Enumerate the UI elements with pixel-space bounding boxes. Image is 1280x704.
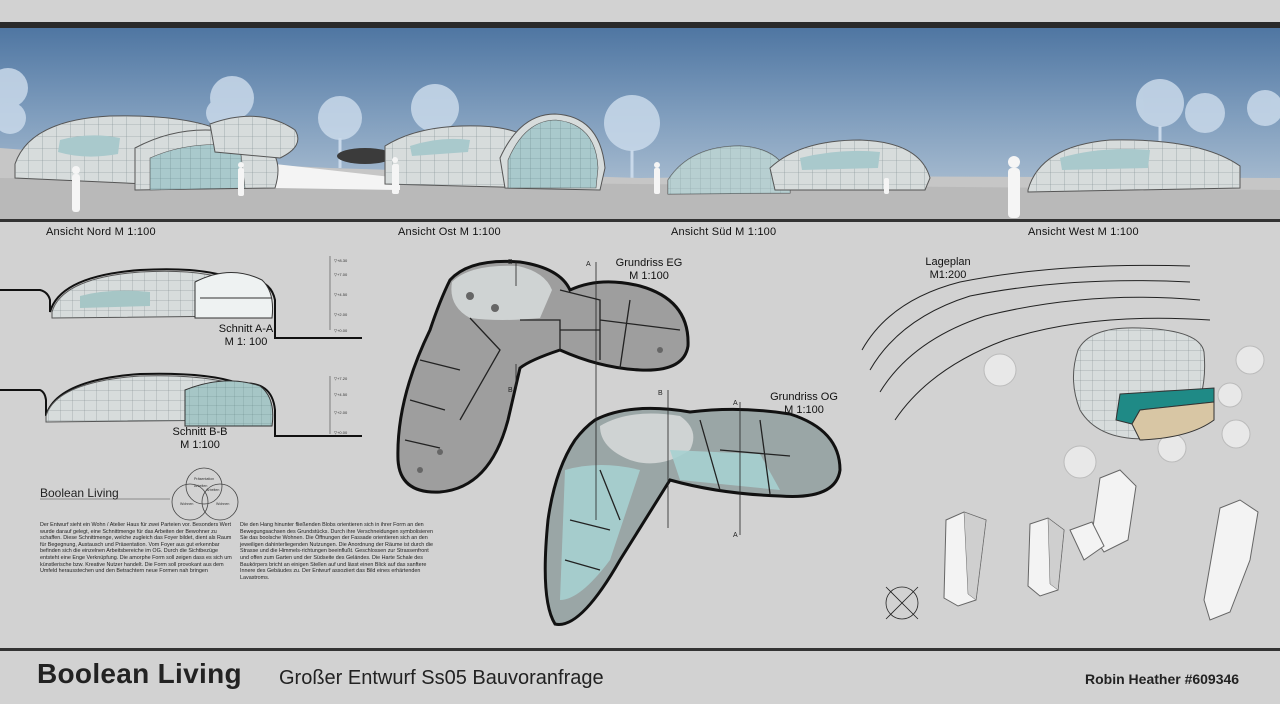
venn-diagram: [171, 467, 239, 521]
svg-text:▽+0.00: ▽+0.00: [334, 430, 348, 435]
site-plan-title: Lageplan: [925, 256, 971, 268]
project-title: Boolean Living: [37, 658, 242, 689]
venn-label-top: Präsentation: [194, 477, 215, 481]
section-bb-label: Schnitt B-B M 1:100: [160, 426, 240, 452]
svg-text:B: B: [658, 390, 663, 397]
section-aa-scale: M 1: 100: [224, 336, 268, 348]
site-plan-label: Lageplan M1:200: [920, 256, 976, 282]
floorplan-eg-title: Grundriss EG: [615, 257, 683, 269]
venn-label-left: Arbeiten: [194, 484, 208, 488]
project-subtitle: Großer Entwurf Ss05 Bauvoranfrage: [279, 667, 604, 689]
section-bb-scale: M 1:100: [180, 439, 220, 451]
floorplan-og-title: Grundriss OG: [770, 391, 838, 403]
top-rule: [0, 22, 1280, 28]
author-credit: Robin Heather #609346: [1085, 671, 1240, 687]
background-trees: [0, 68, 1280, 151]
site-plan: [861, 264, 1265, 621]
svg-text:▽+0.00: ▽+0.00: [334, 328, 348, 333]
floorplan-eg: [396, 259, 690, 494]
svg-text:A: A: [733, 400, 738, 407]
label-view-east: Ansicht Ost M 1:100: [398, 226, 501, 238]
label-view-south: Ansicht Süd M 1:100: [671, 226, 777, 238]
section-aa-title: Schnitt A-A: [218, 323, 274, 335]
svg-text:A: A: [586, 261, 591, 268]
venn-label-bottom-left: Wohnen: [180, 502, 194, 506]
svg-text:▽+2.00: ▽+2.00: [334, 410, 348, 415]
section-bb: ▽+7.20 ▽+4.50 ▽+2.00 ▽+0.00: [0, 372, 362, 437]
blob-west: [1027, 139, 1241, 193]
ground-opening: [337, 148, 393, 164]
floorplan-eg-label: Grundriss EG M 1:100: [612, 257, 686, 283]
svg-text:B: B: [508, 387, 513, 394]
floorplan-og-label: Grundriss OG M 1:100: [762, 391, 846, 417]
svg-text:▽+7.00: ▽+7.00: [334, 272, 348, 277]
elevation-strip: [0, 28, 1280, 220]
scale-figures: [72, 156, 1020, 218]
section-bb-title: Schnitt B-B: [172, 426, 228, 438]
svg-text:▽+4.50: ▽+4.50: [334, 392, 348, 397]
svg-text:▽+7.20: ▽+7.20: [334, 376, 348, 381]
venn-label-bottom-right: Wohnen: [216, 502, 230, 506]
north-arrow: [885, 586, 919, 620]
elevations-drawing: [0, 68, 1280, 220]
site-trees: [983, 345, 1265, 479]
description-col-2: Die den Hang hinunter fließenden Blobs o…: [240, 522, 433, 581]
blob-east: [384, 113, 606, 191]
site-plan-scale: M1:200: [929, 269, 967, 281]
section-aa-label: Schnitt A-A M 1: 100: [205, 323, 287, 349]
terrace: [275, 164, 400, 190]
svg-text:▽+2.00: ▽+2.00: [334, 312, 348, 317]
venn-label-right: Arbeiten: [206, 488, 220, 492]
label-view-west: Ansicht West M 1:100: [1028, 226, 1139, 238]
floorplan-eg-scale: M 1:100: [629, 270, 669, 282]
label-view-north: Ansicht Nord M 1:100: [46, 226, 156, 238]
blob-south: [667, 139, 931, 195]
site-buildings: [943, 469, 1259, 621]
section-aa: ▽+8.30 ▽+7.00 ▽+4.50 ▽+2.00 ▽+0.00: [0, 256, 362, 339]
description-col-1: Der Entwurf sieht ein Wohn / Atelier Hau…: [40, 522, 232, 575]
section-markers: B B A B A A: [508, 259, 738, 539]
svg-text:▽+4.50: ▽+4.50: [334, 292, 348, 297]
strip-divider: [0, 219, 1280, 222]
blob-north: [14, 115, 299, 191]
drawings-canvas: ▽+8.30 ▽+7.00 ▽+4.50 ▽+2.00 ▽+0.00 ▽+7.20 ▽+4…: [0, 256, 1265, 626]
svg-text:▽+8.30: ▽+8.30: [334, 258, 348, 263]
svg-text:A: A: [733, 532, 738, 539]
svg-text:B: B: [508, 259, 513, 266]
floorplan-og: [543, 406, 842, 626]
footer-rule: [0, 648, 1280, 651]
floorplan-og-scale: M 1:100: [784, 404, 824, 416]
concept-title: Boolean Living: [40, 486, 119, 500]
